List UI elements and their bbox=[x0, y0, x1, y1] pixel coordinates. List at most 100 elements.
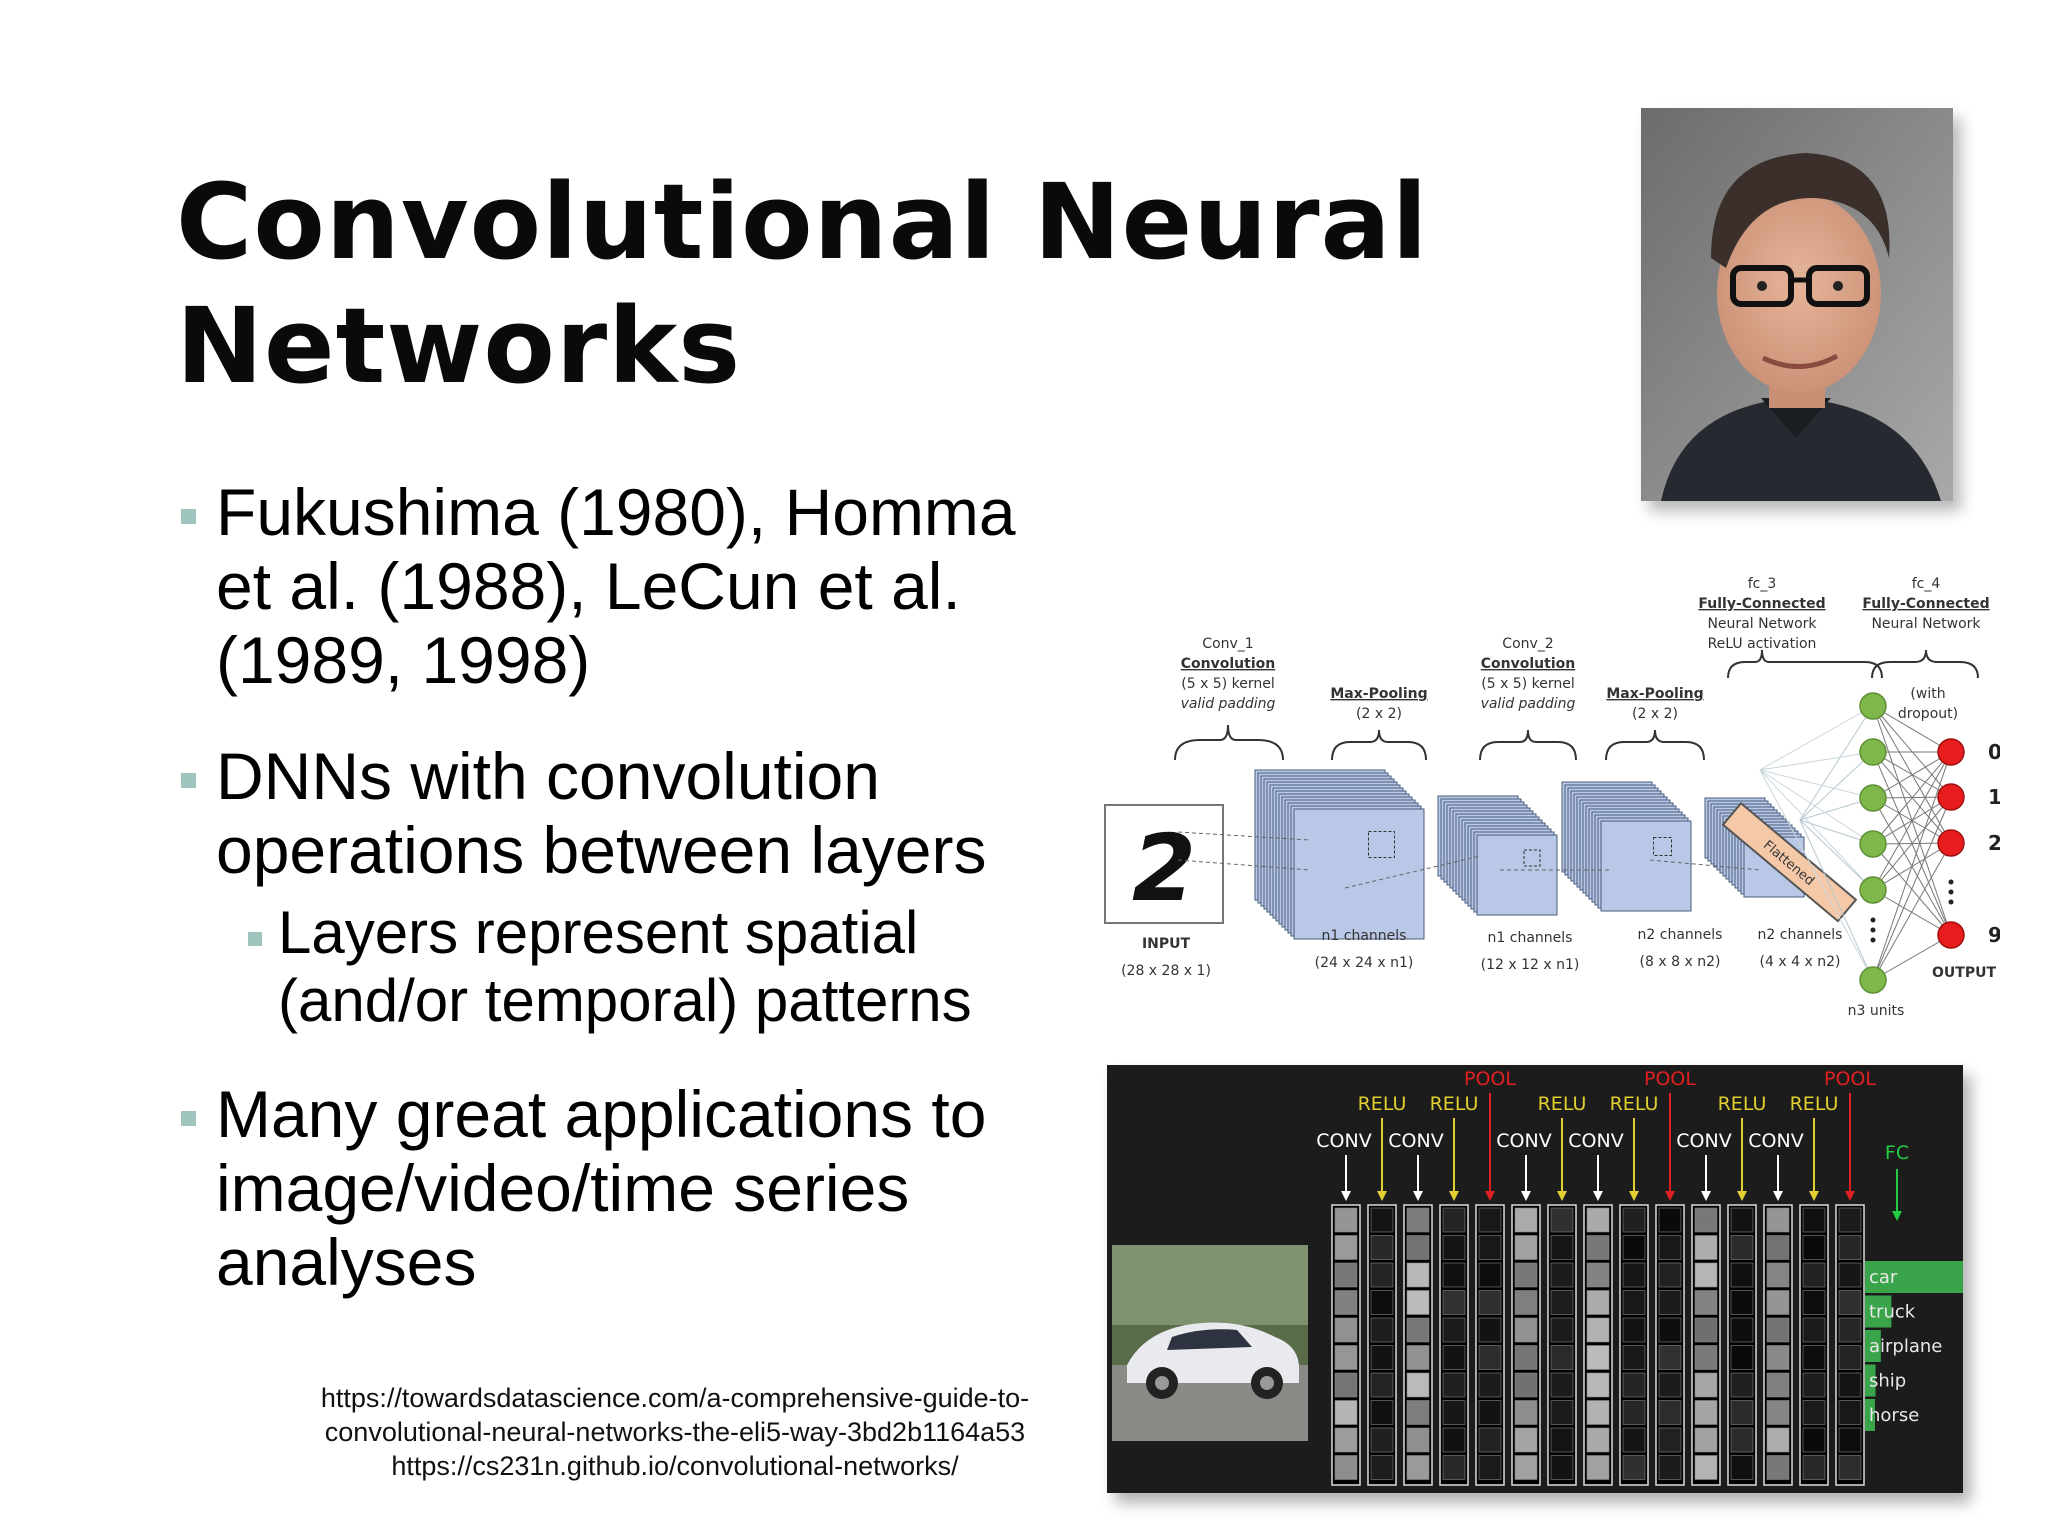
connection-line bbox=[1799, 819, 1874, 981]
layer-label: RELU bbox=[1610, 1093, 1659, 1115]
layer-arrow-head bbox=[1413, 1191, 1423, 1201]
activation-cell bbox=[1802, 1427, 1826, 1453]
conv1-label-line: (5 x 5) kernel bbox=[1181, 676, 1274, 692]
connection-line bbox=[1799, 751, 1874, 821]
activation-cell bbox=[1586, 1290, 1610, 1315]
layer-arrow-head bbox=[1341, 1191, 1351, 1201]
activation-cell bbox=[1730, 1345, 1754, 1370]
hidden-unit-node bbox=[1859, 738, 1887, 766]
activation-cell bbox=[1478, 1207, 1502, 1233]
activation-cell bbox=[1406, 1372, 1430, 1398]
receptive-field-box bbox=[1653, 837, 1672, 856]
receptive-field-box bbox=[1368, 831, 1395, 858]
class-score-bar bbox=[1865, 1364, 1876, 1397]
layer-channels-label: n2 channels bbox=[1638, 927, 1723, 943]
activation-cell bbox=[1802, 1455, 1826, 1480]
sub-bullet-text: Layers represent spatial (and/or tempora… bbox=[278, 899, 972, 1034]
title-line-2: Networks bbox=[176, 285, 742, 407]
activation-cell bbox=[1334, 1345, 1358, 1370]
activation-cell bbox=[1514, 1235, 1538, 1260]
activation-cell bbox=[1766, 1290, 1790, 1315]
connection-line bbox=[1872, 796, 1952, 891]
output-digit: 1 bbox=[1988, 785, 2000, 809]
feature-map-stacks bbox=[1177, 769, 1805, 940]
activation-cell bbox=[1730, 1317, 1754, 1343]
activation-cell bbox=[1766, 1262, 1790, 1288]
fc4-label: fc_4 Fully-Connected Neural Network bbox=[1862, 576, 1989, 632]
activation-cell bbox=[1622, 1455, 1646, 1480]
input-digit: 2 bbox=[1132, 815, 1196, 922]
activation-cell bbox=[1658, 1262, 1682, 1288]
activation-cell bbox=[1442, 1235, 1466, 1260]
activation-cell bbox=[1370, 1400, 1394, 1425]
references: https://towardsdatascience.com/a-compreh… bbox=[250, 1381, 1100, 1483]
activation-cell bbox=[1658, 1455, 1682, 1480]
pool2-label: Max-Pooling (2 x 2) bbox=[1606, 686, 1703, 722]
activation-cell bbox=[1694, 1455, 1718, 1480]
activation-cell bbox=[1334, 1235, 1358, 1260]
activation-cell bbox=[1514, 1345, 1538, 1370]
layer-arrow-head bbox=[1485, 1191, 1495, 1201]
braces bbox=[1174, 649, 1979, 761]
fc3-label-line: Neural Network bbox=[1707, 616, 1817, 632]
layer-arrow-head bbox=[1665, 1191, 1675, 1201]
activation-cell bbox=[1658, 1235, 1682, 1260]
activation-cell bbox=[1622, 1207, 1646, 1233]
layer-arrow-head bbox=[1449, 1191, 1459, 1201]
activation-cell bbox=[1694, 1207, 1718, 1233]
layer-label: RELU bbox=[1358, 1093, 1407, 1115]
activation-cell bbox=[1838, 1207, 1862, 1233]
layer-arrow-head bbox=[1593, 1191, 1603, 1201]
layer-label: CONV bbox=[1676, 1130, 1731, 1152]
activation-cell bbox=[1442, 1317, 1466, 1343]
hidden-unit-node bbox=[1859, 784, 1887, 812]
fc3-label-line: Fully-Connected bbox=[1698, 596, 1825, 612]
portrait-drawing bbox=[1641, 108, 1953, 501]
activation-cell bbox=[1766, 1400, 1790, 1425]
layer-label: CONV bbox=[1496, 1130, 1551, 1152]
activation-cell bbox=[1442, 1372, 1466, 1398]
output-unit-node bbox=[1937, 829, 1965, 857]
conv1-label-line: valid padding bbox=[1181, 696, 1276, 712]
activation-cell bbox=[1478, 1455, 1502, 1480]
activation-cell bbox=[1514, 1455, 1538, 1480]
feature-map-sheet bbox=[1476, 834, 1558, 916]
connection-line bbox=[1872, 751, 1952, 981]
activation-cell bbox=[1370, 1455, 1394, 1480]
reference-line: https://cs231n.github.io/convolutional-n… bbox=[391, 1451, 959, 1481]
connector-line bbox=[1649, 859, 1761, 871]
connector-line bbox=[1177, 831, 1311, 841]
activation-cell bbox=[1766, 1345, 1790, 1370]
activation-cell bbox=[1730, 1290, 1754, 1315]
output-digit: 9 bbox=[1988, 923, 2000, 947]
layer-label: CONV bbox=[1568, 1130, 1623, 1152]
connection-line bbox=[1759, 769, 1874, 845]
activation-cell bbox=[1406, 1400, 1430, 1425]
bullet-item: Fukushima (1980), Homma et al. (1988), L… bbox=[176, 475, 1076, 697]
class-label: airplane bbox=[1869, 1336, 1942, 1357]
hidden-unit-node bbox=[1859, 830, 1887, 858]
activation-cell bbox=[1694, 1262, 1718, 1288]
activation-cell bbox=[1586, 1317, 1610, 1343]
fc-label: FC bbox=[1885, 1142, 1909, 1164]
layer-label: POOL bbox=[1644, 1068, 1696, 1090]
activation-cell bbox=[1370, 1345, 1394, 1370]
conv2-label-line: Convolution bbox=[1481, 656, 1575, 672]
conv2-label-line: Conv_2 bbox=[1502, 636, 1553, 652]
activation-cell bbox=[1766, 1372, 1790, 1398]
layer-label: RELU bbox=[1718, 1093, 1767, 1115]
ellipsis-dots bbox=[1870, 879, 1954, 943]
class-label: car bbox=[1869, 1267, 1898, 1288]
activation-cell bbox=[1766, 1427, 1790, 1453]
activation-cell bbox=[1442, 1400, 1466, 1425]
layer-arrow-head bbox=[1629, 1191, 1639, 1201]
cnn-activation-visualization: CONVRELUCONVRELUPOOLCONVRELUCONVRELUPOOL… bbox=[1107, 1065, 1963, 1493]
hidden-unit-node bbox=[1859, 876, 1887, 904]
connection-line bbox=[1759, 769, 1874, 891]
activation-cell bbox=[1334, 1372, 1358, 1398]
car-photo bbox=[1112, 1245, 1308, 1441]
layer-arrow-head bbox=[1845, 1191, 1855, 1201]
layer-label: CONV bbox=[1748, 1130, 1803, 1152]
activation-cell bbox=[1514, 1400, 1538, 1425]
